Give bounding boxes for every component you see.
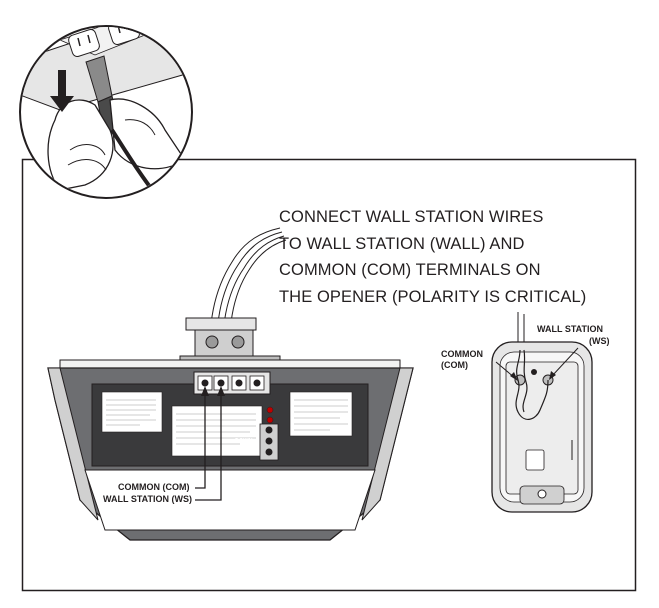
learn-button[interactable] (265, 448, 273, 456)
opener-leader-lines (195, 392, 222, 501)
down-button[interactable] (265, 437, 273, 445)
instruction-line-4: THE OPENER (POLARITY IS CRITICAL) (279, 287, 587, 306)
diagram-frame (21, 158, 637, 592)
instruction-line-3: COMMON (COM) TERMINALS ON (279, 261, 541, 279)
down-label: DOWN (235, 438, 253, 444)
wall-station-device (491, 312, 593, 513)
ws-label-line2: (WS) (589, 336, 610, 346)
garage-door-opener (47, 317, 414, 541)
instruction-line-1: CONNECT WALL STATION WIRES (279, 208, 544, 226)
com-label-line2: (COM) (441, 360, 468, 370)
instruction-text: CONNECT WALL STATION WIRES TO WALL STATI… (279, 204, 586, 310)
learn-label: LEARN (233, 449, 252, 455)
opener-common-label: COMMON (COM) (118, 482, 190, 492)
ws-label-line1: WALL STATION (537, 324, 603, 334)
up-label: UP (242, 427, 250, 433)
unplug-detail-inset (19, 25, 193, 199)
unplug-arrow-icon (50, 70, 74, 112)
opener-wall-station-label: WALL STATION (WS) (103, 494, 192, 504)
up-button[interactable] (265, 426, 273, 434)
com-label-line1: COMMON (441, 349, 483, 359)
instruction-line-2: TO WALL STATION (WALL) AND (279, 234, 525, 253)
